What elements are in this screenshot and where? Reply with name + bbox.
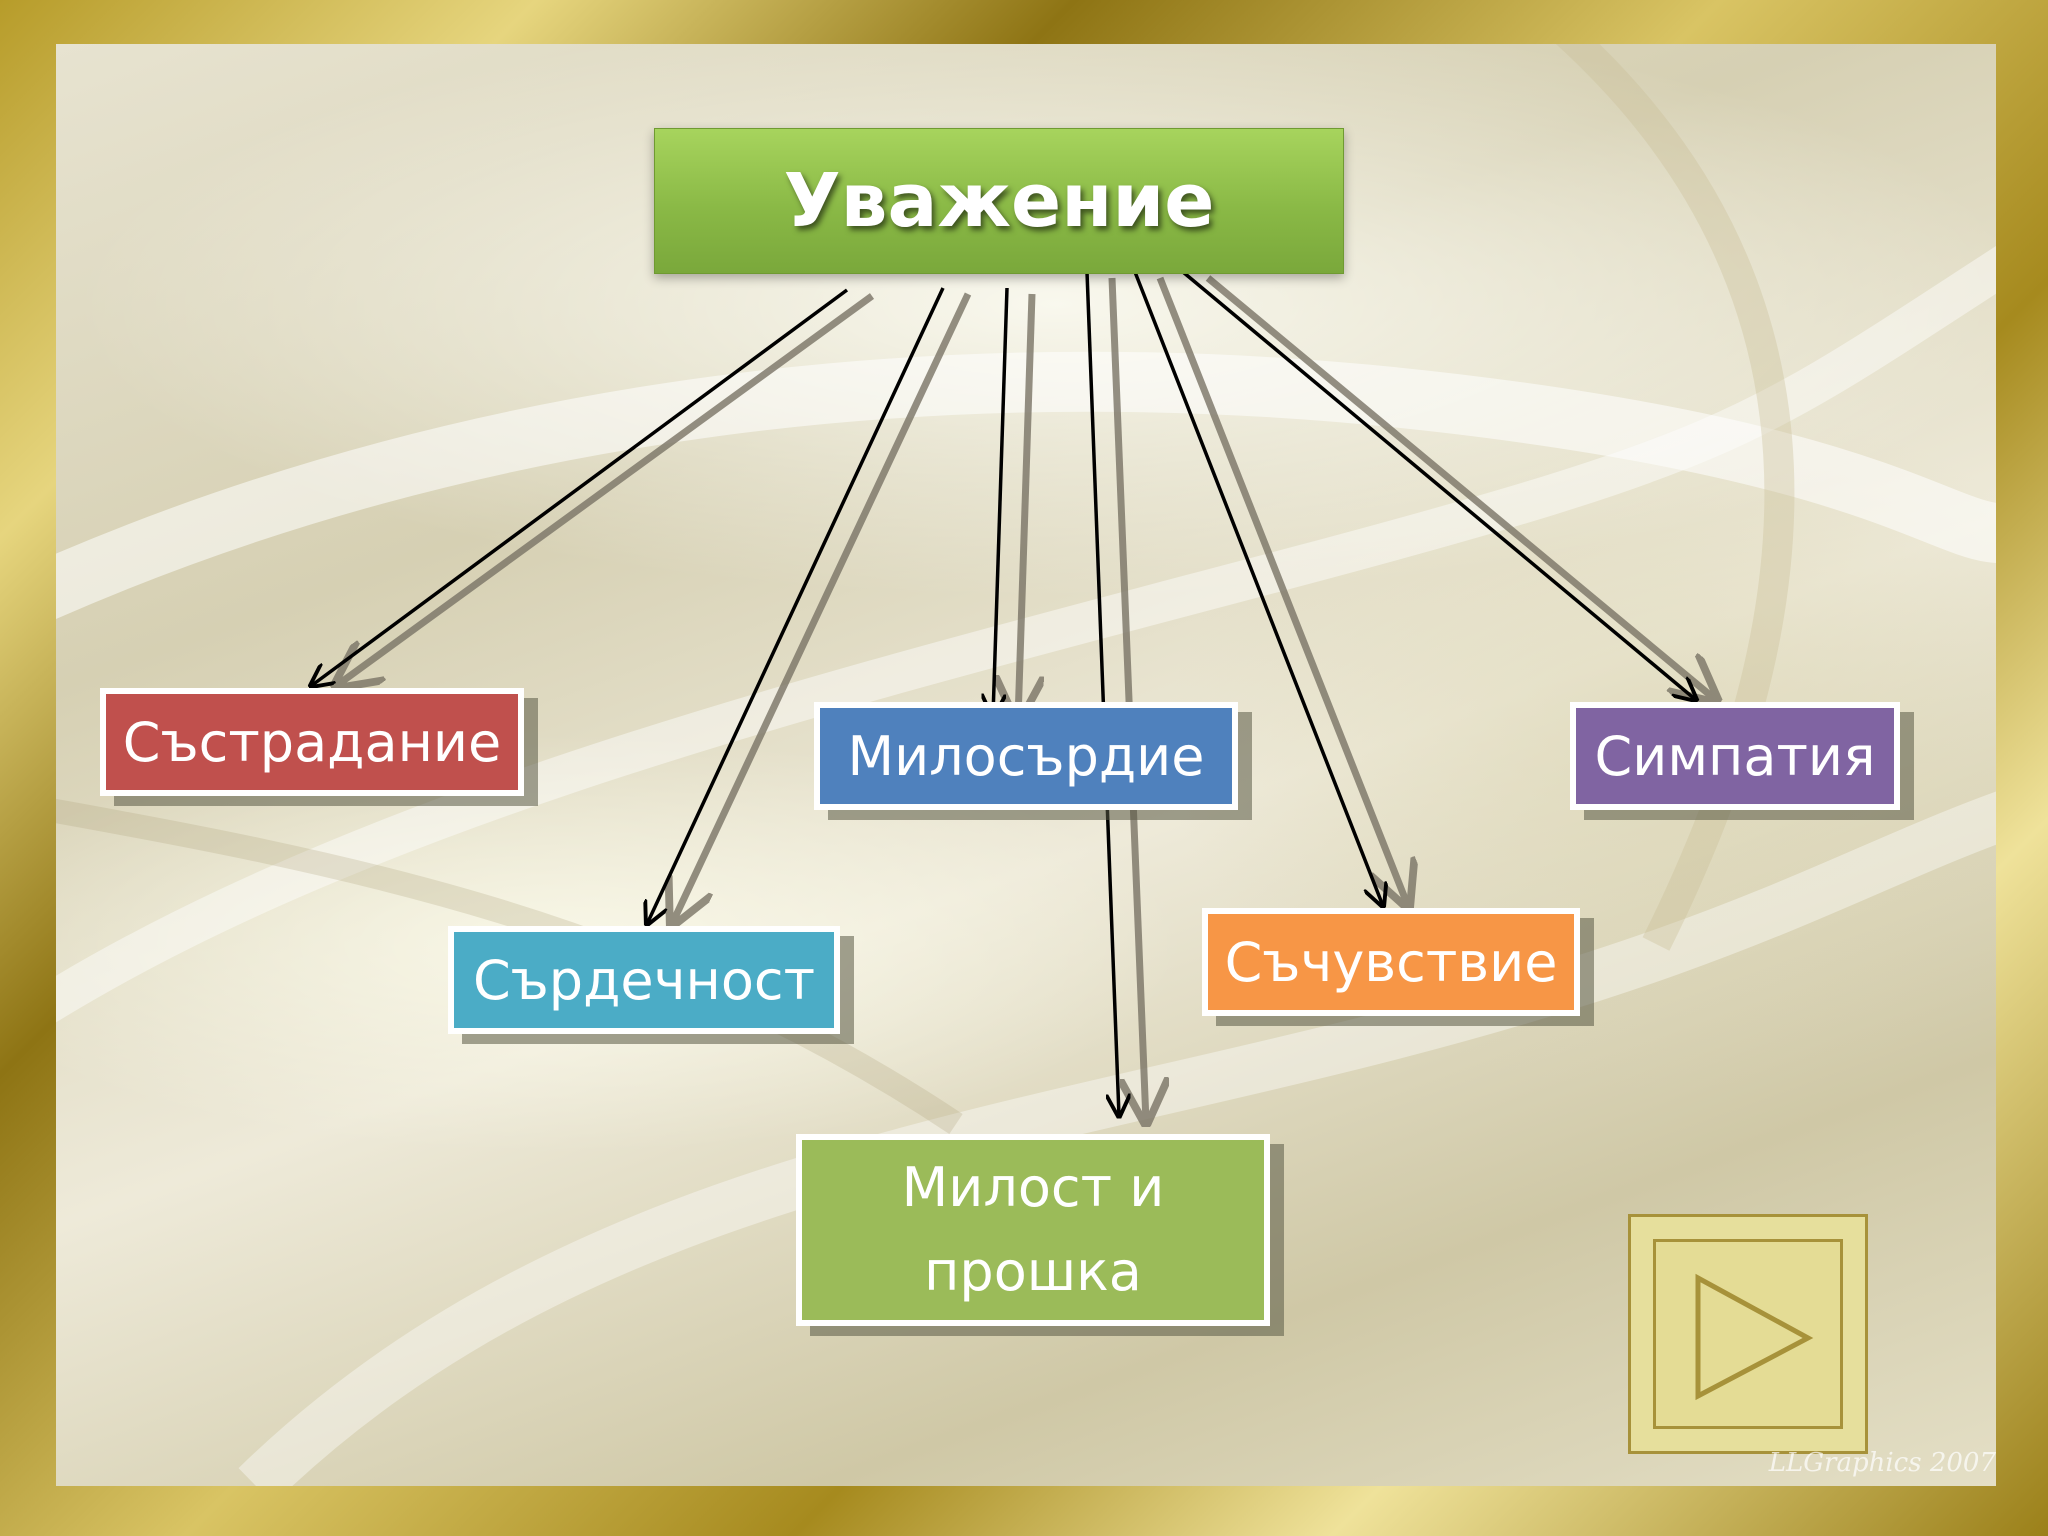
node-milosardie: Милосърдие <box>814 702 1238 810</box>
node-sastradanie: Състрадание <box>100 688 524 796</box>
node-milosardie-label: Милосърдие <box>847 724 1205 788</box>
watermark: LLGraphics 2007 <box>1768 1448 1996 1478</box>
arrow-to-milost <box>1085 271 1146 1122</box>
play-triangle-icon <box>1695 1273 1814 1401</box>
root-node-uvazhenie: Уважение <box>654 128 1344 274</box>
node-sastradanie-label: Състрадание <box>122 710 502 774</box>
next-slide-button-frame <box>1653 1239 1843 1429</box>
arrow-to-sardechnost <box>647 287 972 924</box>
node-sachuvstvie: Съчувствие <box>1202 908 1580 1016</box>
node-simpatia: Симпатия <box>1570 702 1900 810</box>
arrow-to-simpatia <box>1181 270 1716 700</box>
node-milost-label: Милост и прошка <box>901 1156 1165 1303</box>
next-slide-button[interactable] <box>1628 1214 1868 1454</box>
root-node-label: Уважение <box>783 158 1215 244</box>
node-simpatia-label: Симпатия <box>1594 724 1876 788</box>
arrow-to-milosardie <box>993 287 1032 720</box>
arrow-to-sastradanie <box>311 288 875 686</box>
node-sardechnost: Сърдечност <box>448 926 840 1034</box>
arrow-to-sachuvstvie <box>1133 271 1408 906</box>
node-sardechnost-label: Сърдечност <box>472 948 816 1012</box>
node-sachuvstvie-label: Съчувствие <box>1224 930 1558 994</box>
node-milost-i-proshka: Милост и прошка <box>796 1134 1270 1326</box>
